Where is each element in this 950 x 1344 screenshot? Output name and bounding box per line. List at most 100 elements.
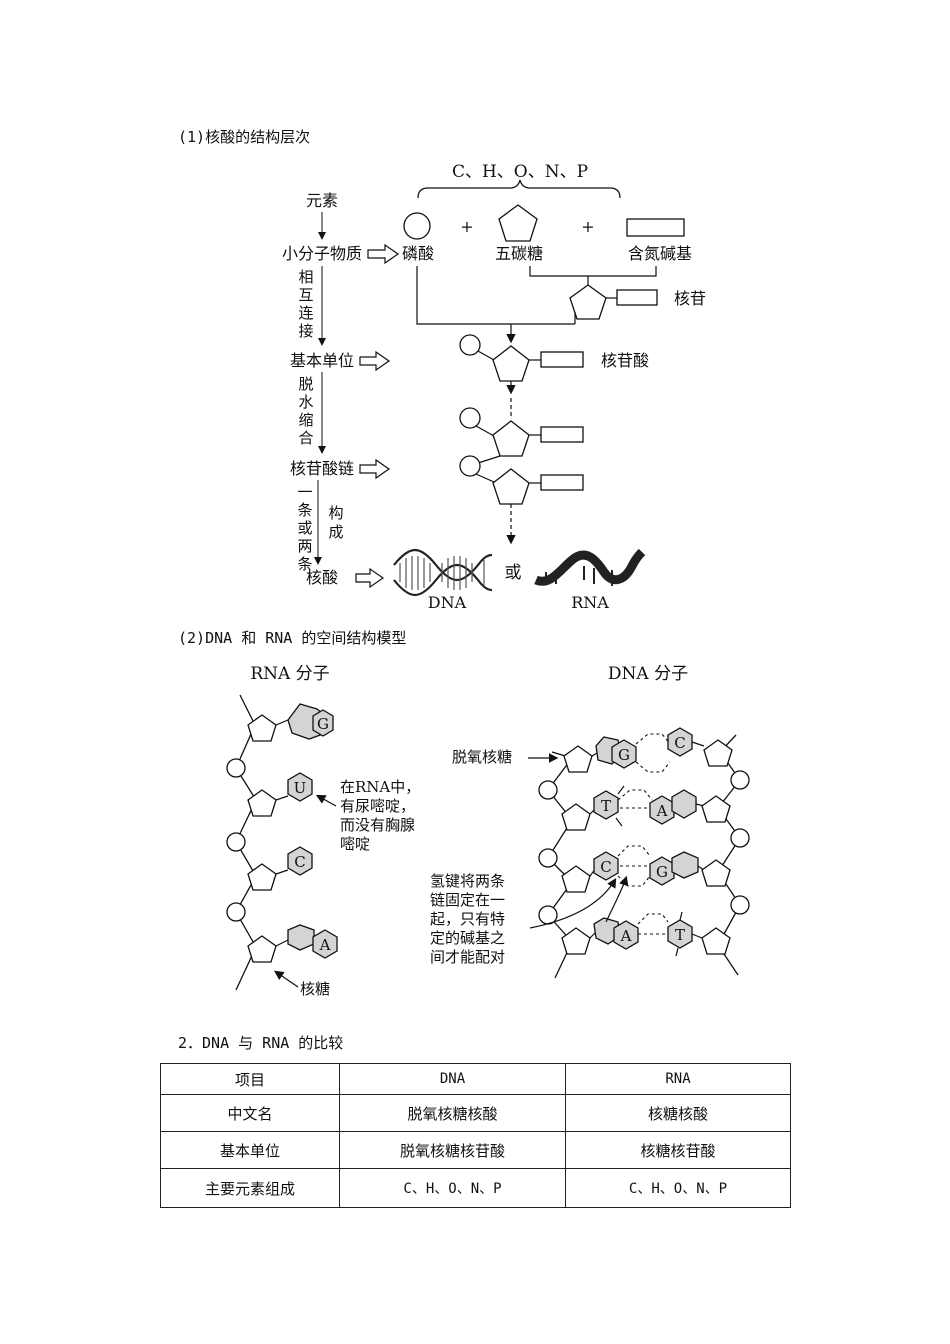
step-label-char: 合 (298, 429, 313, 447)
hbond-note-line: 氢键将两条 (430, 872, 505, 890)
ribose-label: 核糖 (300, 980, 330, 998)
rna-dna-model-diagram: RNA 分子 G G U C A 在RNA中， 有尿嘧啶， 而没有胸腺 嘧啶 核… (226, 664, 750, 998)
step-label-char: 互 (298, 286, 313, 304)
base-pair: A T (561, 911, 731, 957)
level-nucleotide-chain: 核苷酸链 (290, 459, 354, 478)
rna-label: RNA (571, 593, 609, 612)
step-label-char: 连 (298, 304, 313, 322)
table-cell: 中文名 (160, 1094, 340, 1132)
hollow-arrow-icon (359, 458, 391, 480)
table-row: 主要元素组成 C、H、O、N、P C、H、O、N、P (160, 1168, 791, 1208)
elements-brace (417, 179, 621, 199)
phosphate-icon (226, 758, 246, 778)
table-cell: 主要元素组成 (160, 1168, 340, 1208)
dna-base-label: T (675, 926, 685, 944)
or-label: 或 (505, 563, 522, 583)
plus-sign: + (460, 217, 473, 236)
dna-base-label: C (674, 734, 685, 752)
base-pair: T A (561, 785, 731, 831)
level-nucleic-acid: 核酸 (306, 568, 338, 587)
table-row: 基本单位 脱氧核糖核苷酸 核糖核苷酸 (160, 1131, 791, 1169)
level-small-molecule: 小分子物质 (282, 244, 362, 263)
hbond-note-line: 定的碱基之 (430, 929, 505, 947)
step-label-char: 水 (298, 393, 313, 411)
table-cell: 核糖核酸 (565, 1094, 791, 1132)
dna-helix-icon (393, 548, 493, 597)
step-label-char: 或 (297, 519, 312, 537)
elements-group-label: C、H、O、N、P (452, 162, 588, 182)
plus-sign: + (581, 217, 594, 236)
table-row: 中文名 脱氧核糖核酸 核糖核酸 (160, 1094, 791, 1132)
dna-base-label: T (601, 797, 611, 815)
phosphate-icon (538, 780, 558, 800)
pentose-label: 五碳糖 (495, 244, 543, 263)
step-label-char: 构 (328, 504, 343, 522)
table-cell: 脱氧核糖核苷酸 (339, 1131, 566, 1169)
dna-base-label: G (618, 746, 630, 764)
base-icon (616, 289, 658, 306)
step-label-char: 相 (298, 268, 313, 286)
step-label-char: 接 (298, 322, 313, 340)
hbond-note-line: 链固定在一 (430, 891, 505, 909)
phosphate-icon (459, 407, 481, 429)
base-icon (626, 218, 685, 237)
dna-base-label: A (620, 927, 632, 945)
rna-note-line: 有尿嘧啶， (340, 797, 415, 815)
hbond-note-line: 起，只有特 (430, 910, 505, 928)
rna-base-label: A (319, 936, 331, 954)
dna-label: DNA (428, 593, 467, 612)
base-pair: C G (561, 845, 731, 893)
base-pair: G C (563, 727, 733, 773)
nucleoside-label: 核苷 (674, 289, 706, 308)
phosphate-icon (730, 895, 750, 915)
rna-model-title: RNA 分子 (250, 664, 329, 684)
base-icon (540, 474, 584, 491)
table-cell: C、H、O、N、P (565, 1168, 791, 1208)
dna-base-label: A (656, 802, 668, 820)
phosphate-label: 磷酸 (402, 244, 434, 263)
pentose-icon (492, 420, 530, 457)
step-label-char: 条 (297, 501, 312, 519)
table-cell: C、H、O、N、P (339, 1168, 566, 1208)
step-label-char: 脱 (298, 375, 313, 393)
step-label-char: 一 (297, 483, 312, 501)
nucleotide-label: 核苷酸 (601, 351, 649, 370)
rna-note-line: 嘧啶 (340, 835, 370, 853)
rna-base-label: C (294, 853, 305, 871)
dna-base-label: C (600, 858, 611, 876)
deoxyribose-label: 脱氧核糖 (452, 748, 512, 766)
hollow-arrow-icon (355, 567, 385, 589)
rna-nucleotide: C (247, 846, 313, 891)
rna-nucleotide: U (247, 772, 313, 817)
step-label-char: 缩 (298, 411, 313, 429)
hollow-arrow-icon (367, 243, 400, 265)
hollow-arrow-icon (359, 350, 391, 372)
table-header-cell: 项目 (160, 1063, 340, 1095)
base-icon (540, 351, 584, 368)
table-cell: 脱氧核糖核酸 (339, 1094, 566, 1132)
phosphate-icon (459, 455, 481, 477)
step-label-char: 两 (297, 537, 312, 555)
rna-nucleotide: A (247, 924, 338, 963)
table-header-cell: RNA (565, 1063, 791, 1095)
phosphate-icon (538, 848, 558, 868)
section-3-heading: 2．DNA 与 RNA 的比较 (178, 1034, 344, 1052)
section-2-heading: (2)DNA 和 RNA 的空间结构模型 (178, 629, 407, 647)
comparison-table: 项目 DNA RNA 中文名 脱氧核糖核酸 核糖核酸 基本单位 脱氧核糖核苷酸 … (160, 1063, 791, 1208)
pentose-icon (492, 345, 530, 382)
pentose-icon (492, 468, 530, 505)
pentose-icon (569, 284, 607, 320)
pentose-icon (498, 204, 538, 242)
base-label: 含氮碱基 (628, 244, 692, 263)
phosphate-icon (730, 828, 750, 848)
section-1-heading: (1)核酸的结构层次 (178, 128, 311, 146)
step-label-char: 成 (328, 523, 343, 541)
phosphate-icon (730, 770, 750, 790)
phosphate-icon (403, 212, 431, 240)
dna-base-label: G (656, 863, 668, 881)
phosphate-icon (459, 334, 481, 356)
step-label-char: 条 (297, 555, 312, 573)
rna-note-line: 而没有胸腺 (340, 816, 415, 834)
phosphate-icon (226, 902, 246, 922)
table-header-cell: DNA (339, 1063, 566, 1095)
